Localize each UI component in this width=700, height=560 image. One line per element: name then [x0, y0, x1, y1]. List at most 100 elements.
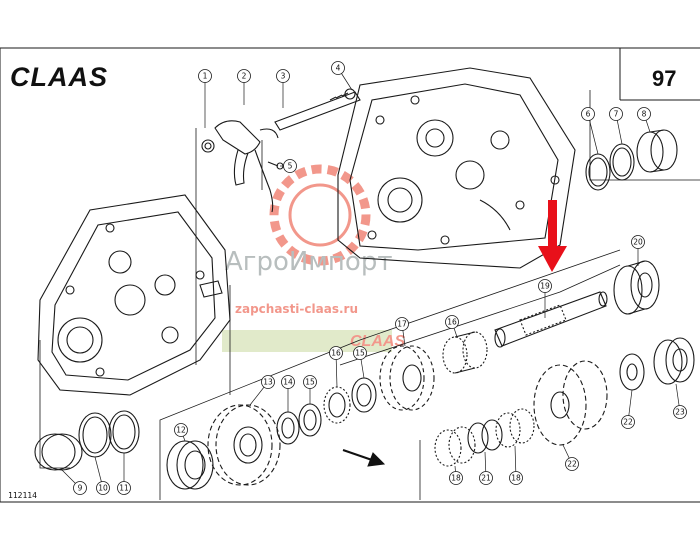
callout-19: 19 — [538, 279, 552, 318]
callout-number: 16 — [331, 349, 341, 358]
callout-bubble — [538, 279, 552, 293]
callout-number: 15 — [305, 378, 315, 387]
callout-bubble — [449, 471, 463, 485]
callout-bubble — [198, 69, 212, 83]
shaft-19 — [494, 291, 608, 348]
washer-14 — [276, 411, 300, 445]
callout-bubble — [353, 346, 367, 360]
callout-bubble — [479, 471, 493, 485]
callout-15: 15 — [353, 346, 367, 379]
callout-number: 18 — [451, 474, 461, 483]
callout-bubble — [117, 481, 131, 495]
washer-15 — [298, 403, 322, 437]
callout-number: 4 — [336, 64, 341, 73]
needle-bearing-18a — [434, 426, 476, 467]
callout-number: 8 — [642, 110, 647, 119]
callout-bubble — [303, 375, 317, 389]
callout-number: 17 — [397, 320, 407, 329]
callout-bubble — [261, 375, 275, 389]
highlight-arrow-icon — [538, 200, 567, 272]
callout-8: 8 — [637, 107, 651, 133]
watermark-bar — [222, 330, 392, 352]
callout-14: 14 — [281, 375, 295, 412]
callout-number: 20 — [633, 238, 643, 247]
needle-bearing-16-upper — [442, 331, 488, 374]
callout-3: 3 — [276, 69, 290, 108]
callout-bubble — [96, 481, 110, 495]
callout-number: 3 — [281, 72, 286, 81]
callout-bubble — [609, 107, 623, 121]
page-number: 97 — [652, 66, 676, 91]
callout-5: 5 — [280, 159, 297, 173]
callout-number: 15 — [355, 349, 365, 358]
callout-number: 9 — [78, 484, 83, 493]
callout-bubble — [395, 317, 409, 331]
callout-number: 7 — [614, 110, 619, 119]
callout-number: 22 — [623, 418, 633, 427]
callout-bubble — [509, 471, 523, 485]
callout-22: 22 — [562, 444, 579, 471]
watermark: АгроИмпорт zapchasti-claas.ru CLAAS — [222, 164, 405, 352]
bushing-21 — [467, 419, 503, 454]
callout-number: 6 — [586, 110, 591, 119]
callout-18: 18 — [509, 445, 523, 485]
direction-arrow-icon — [342, 449, 386, 467]
watermark-line3: CLAAS — [350, 333, 405, 350]
callout-bubble — [673, 405, 687, 419]
callout-bubble — [581, 107, 595, 121]
bearing-cup-8 — [636, 129, 678, 173]
cover-cap — [34, 433, 83, 471]
gear-17 — [379, 345, 435, 411]
washer-22 — [619, 353, 645, 391]
callout-21: 21 — [479, 451, 493, 485]
callout-22: 22 — [621, 389, 635, 429]
callout-number: 2 — [242, 72, 247, 81]
gearbox-housing-lower — [37, 194, 231, 396]
callout-bubble — [621, 415, 635, 429]
callout-9: 9 — [61, 469, 87, 495]
washer-15b — [351, 377, 377, 413]
callout-bubble — [637, 107, 651, 121]
callout-6: 6 — [581, 107, 599, 155]
callout-number: 13 — [263, 378, 273, 387]
callout-number: 16 — [447, 318, 457, 327]
callout-bubble — [281, 375, 295, 389]
callout-16: 16 — [445, 315, 459, 338]
callout-number: 10 — [98, 484, 108, 493]
watermark-line2: zapchasti-claas.ru — [235, 302, 358, 316]
callout-bubble — [631, 235, 645, 249]
callout-bubble — [565, 457, 579, 471]
bearing-23 — [653, 337, 695, 385]
callout-number: 11 — [119, 484, 129, 493]
gearbox-housing-upper — [337, 67, 576, 269]
callout-number: 12 — [176, 426, 186, 435]
callout-number: 18 — [511, 474, 521, 483]
brand-logo: CLAAS — [10, 62, 108, 92]
page-frame — [0, 47, 700, 503]
callout-bubble — [283, 159, 297, 173]
needle-bearing-18b — [495, 408, 535, 448]
seal-ring — [108, 410, 140, 454]
callout-bubble — [73, 481, 87, 495]
callout-18: 18 — [449, 465, 463, 485]
drawing-reference: 112114 — [8, 491, 37, 500]
callout-number: 19 — [540, 282, 550, 291]
callout-16: 16 — [329, 346, 343, 388]
callout-number: 23 — [675, 408, 685, 417]
callout-10: 10 — [94, 456, 110, 495]
callout-bubble — [331, 61, 345, 75]
callout-4: 4 — [331, 61, 353, 91]
gear-icon — [269, 164, 371, 266]
callout-bubble — [276, 69, 290, 83]
callout-2: 2 — [237, 69, 251, 105]
callout-bubble — [174, 423, 188, 437]
callout-13: 13 — [249, 375, 275, 406]
shim-7 — [609, 143, 635, 181]
callout-number: 1 — [203, 72, 208, 81]
gear-13 — [207, 404, 281, 486]
callout-20: 20 — [631, 235, 645, 266]
callout-12: 12 — [174, 423, 188, 442]
circlip — [78, 412, 112, 458]
